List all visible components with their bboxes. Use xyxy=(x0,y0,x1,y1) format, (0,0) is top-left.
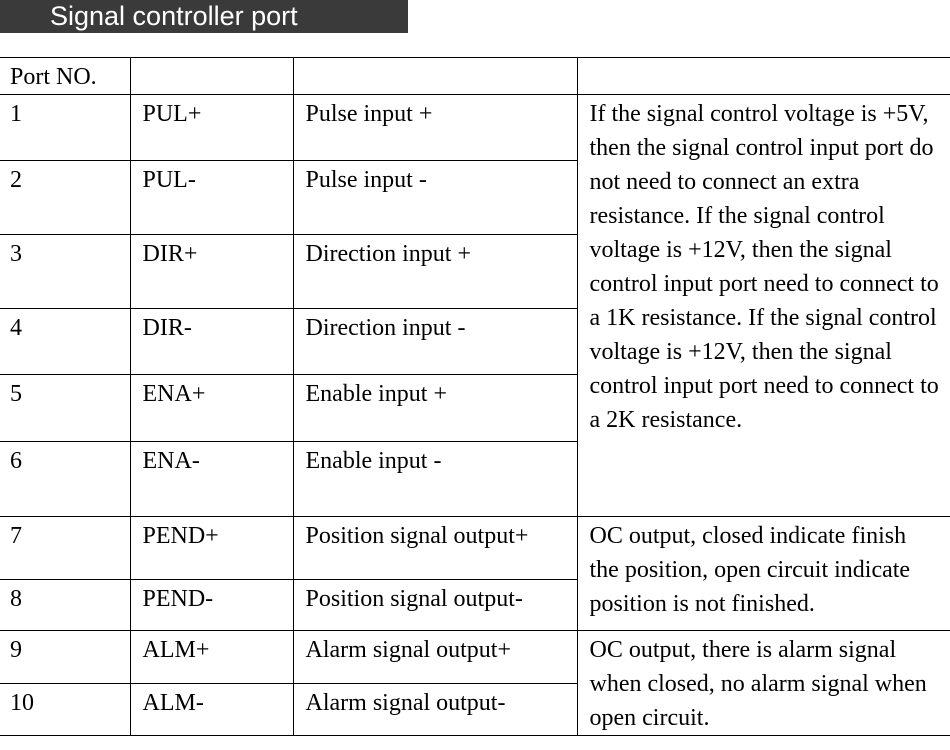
section-title: Signal controller port xyxy=(0,0,408,33)
port-function: Alarm signal output+ xyxy=(292,630,578,684)
table-row: 10 ALM- Alarm signal output- xyxy=(0,682,950,736)
port-name: DIR+ xyxy=(129,234,294,309)
table-row: 7 PEND+ Position signal output+ OC outpu… xyxy=(0,516,950,631)
port-function: Pulse input - xyxy=(292,160,577,235)
header-col-2 xyxy=(129,57,294,95)
header-col-3 xyxy=(292,57,578,95)
alm-output-note: OC output, there is alarm signal when cl… xyxy=(576,630,950,736)
input-port-note: If the signal control voltage is +5V, th… xyxy=(576,94,950,517)
table-header-row: Port NO. xyxy=(0,57,950,95)
port-name: ENA+ xyxy=(129,374,294,442)
port-function: Pulse input + xyxy=(292,94,578,161)
table-row: 9 ALM+ Alarm signal output+ OC output, t… xyxy=(0,630,950,736)
table-row: 6 ENA- Enable input - xyxy=(0,441,950,517)
table-row: 3 DIR+ Direction input + xyxy=(0,234,950,309)
table-row: 1 PUL+ Pulse input + If the signal contr… xyxy=(0,94,950,517)
port-no: 9 xyxy=(0,630,131,684)
table-row: 5 ENA+ Enable input + xyxy=(0,374,950,442)
signal-port-table: Port NO. 1 PUL+ Pulse input + If the sig… xyxy=(0,57,950,736)
port-function: Position signal output- xyxy=(292,579,577,631)
port-function: Position signal output+ xyxy=(292,516,578,580)
port-name: ALM- xyxy=(129,682,294,736)
table-row: 8 PEND- Position signal output- xyxy=(0,579,950,631)
port-no: 6 xyxy=(0,441,131,517)
port-no: 5 xyxy=(0,374,131,442)
port-no: 7 xyxy=(0,516,131,580)
port-name: PEND+ xyxy=(129,516,294,580)
table-row: 4 DIR- Direction input - xyxy=(0,308,950,375)
header-port-no: Port NO. xyxy=(0,57,131,95)
port-function: Alarm signal output- xyxy=(292,682,577,736)
port-name: DIR- xyxy=(129,308,294,375)
port-function: Direction input - xyxy=(292,308,577,375)
port-name: PUL+ xyxy=(129,94,294,161)
port-no: 8 xyxy=(0,579,131,631)
port-no: 3 xyxy=(0,234,131,309)
pend-output-note: OC output, closed indicate finish the po… xyxy=(576,516,950,631)
port-no: 1 xyxy=(0,94,131,161)
port-function: Enable input + xyxy=(292,374,577,442)
port-no: 10 xyxy=(0,682,131,736)
port-name: PUL- xyxy=(129,160,294,235)
port-name: PEND- xyxy=(129,579,294,631)
port-no: 2 xyxy=(0,160,131,235)
port-function: Direction input + xyxy=(292,234,577,309)
port-name: ENA- xyxy=(129,441,294,517)
port-no: 4 xyxy=(0,308,131,375)
port-name: ALM+ xyxy=(129,630,294,684)
port-function: Enable input - xyxy=(292,441,577,517)
header-col-4 xyxy=(576,57,950,95)
